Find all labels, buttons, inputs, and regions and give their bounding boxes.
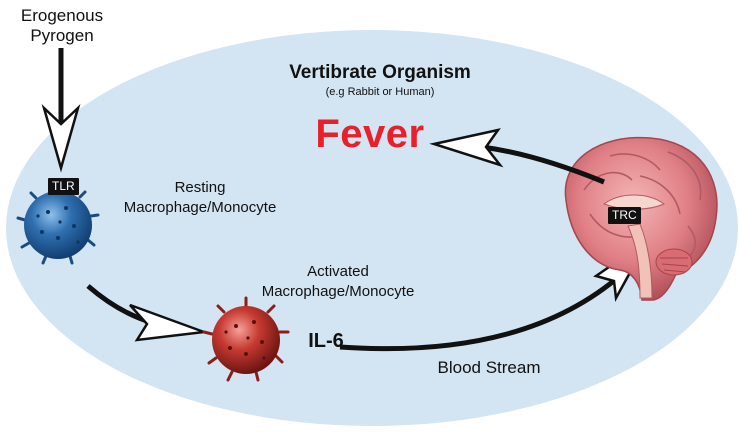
pyrogen-line-2: Pyrogen (30, 26, 94, 45)
activation-arrow (86, 284, 205, 342)
activated-macrophage-label: Activated Macrophage/Monocyte (238, 262, 438, 302)
organism-subtitle: (e.g Rabbit or Human) (325, 86, 435, 98)
activated-line-2: Macrophage/Monocyte (261, 283, 415, 300)
blood-stream-label: Blood Stream (437, 358, 541, 377)
trc-tag: TRC (608, 207, 641, 224)
pyrogen-line-1: Erogenous (20, 6, 104, 25)
activated-macrophage-cell (202, 296, 290, 382)
pyrogen-arrow (41, 48, 81, 173)
tlr-tag: TLR (48, 178, 79, 195)
fever-arrow (429, 128, 605, 185)
fever-label: Fever (315, 112, 425, 156)
erogenous-pyrogen-label: Erogenous Pyrogen (10, 6, 114, 46)
resting-line-1: Resting (174, 179, 226, 196)
brain (564, 136, 718, 301)
activated-line-1: Activated (307, 263, 369, 280)
organism-title: Vertibrate Organism (289, 62, 471, 83)
resting-line-2: Macrophage/Monocyte (123, 199, 277, 216)
resting-macrophage-label: Resting Macrophage/Monocyte (100, 178, 300, 218)
il6-label: IL-6 (308, 330, 344, 352)
